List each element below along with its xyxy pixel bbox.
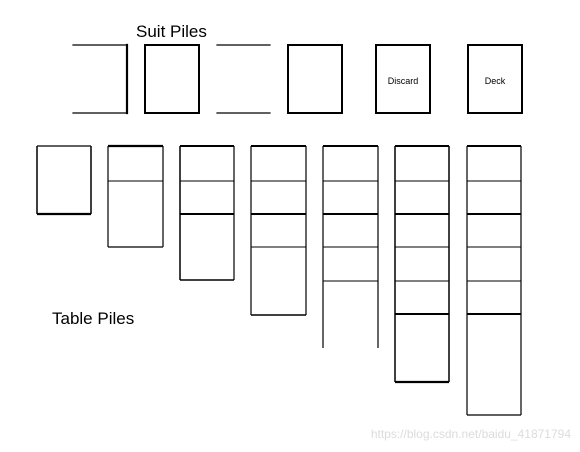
table-pile-5 bbox=[322, 145, 379, 348]
table-piles-label: Table Piles bbox=[52, 309, 134, 328]
deck-label: Deck bbox=[485, 76, 506, 86]
table-pile-2 bbox=[107, 144, 164, 248]
suit-pile-1 bbox=[72, 43, 129, 115]
suit-pile-3 bbox=[216, 44, 271, 114]
deck-pile bbox=[467, 44, 523, 114]
table-pile-7 bbox=[466, 145, 522, 416]
table-pile-3 bbox=[179, 145, 235, 281]
suit-piles-label: Suit Piles bbox=[136, 22, 207, 41]
suit-pile-4 bbox=[287, 44, 343, 114]
discard-label: Discard bbox=[388, 76, 419, 86]
table-pile-6 bbox=[394, 145, 450, 384]
watermark-text: https://blog.csdn.net/baidu_41871794 bbox=[371, 427, 571, 441]
table-pile-1 bbox=[36, 145, 92, 216]
table-pile-4 bbox=[250, 145, 307, 316]
suit-pile-2 bbox=[144, 44, 200, 114]
table-piles bbox=[36, 144, 522, 416]
discard-pile bbox=[375, 44, 431, 114]
suit-piles bbox=[72, 43, 343, 115]
